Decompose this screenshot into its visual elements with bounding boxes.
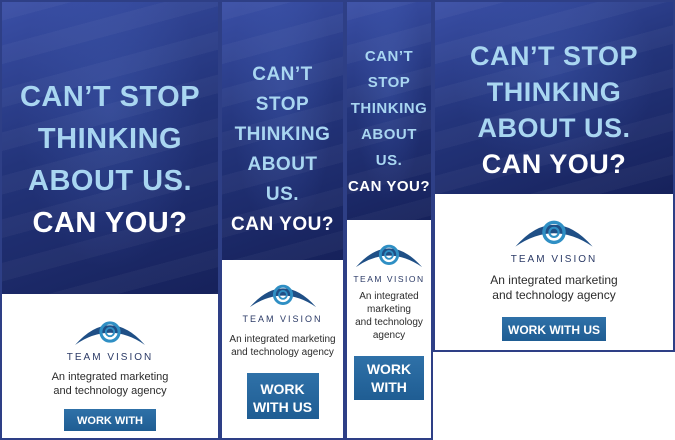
headline-line: ABOUT US.	[477, 113, 631, 143]
headline: CAN’T STOP THINKING ABOUT US. CAN YOU?	[347, 2, 431, 200]
banner-skyscraper-wide[interactable]: CAN’T STOP THINKING ABOUT US. CAN YOU? T…	[0, 0, 220, 440]
banner-header: CAN’T STOP THINKING ABOUT US. CAN YOU?	[435, 2, 673, 198]
headline-line: US.	[265, 184, 300, 205]
banner-footer: TEAM VISION An integrated marketing and …	[222, 260, 343, 438]
brand-name: TEAM VISION	[242, 314, 323, 324]
headline-line: STOP	[367, 74, 411, 91]
headline-line: THINKING	[350, 100, 428, 117]
banner-skyscraper-medium[interactable]: CAN’T STOP THINKING ABOUT US. CAN YOU? T…	[220, 0, 345, 440]
work-with-us-button[interactable]: WORK WITH US	[502, 317, 606, 341]
tagline: An integrated marketing and technology a…	[222, 334, 343, 359]
work-with-us-button[interactable]: WORK WITH US	[354, 356, 424, 413]
headline-line: CAN’T STOP	[19, 81, 201, 113]
cta-line: WITH US	[371, 379, 407, 413]
cta-line: WITH US	[252, 399, 313, 415]
banner-footer: TEAM VISION An integrated marketing and …	[347, 220, 431, 438]
tagline-line: An integrated	[359, 291, 419, 302]
eye-icon	[510, 208, 598, 250]
tagline-line: and technology agency	[53, 384, 167, 397]
eye-icon	[353, 234, 425, 270]
headline: CAN’T STOP THINKING ABOUT US. CAN YOU?	[2, 2, 218, 244]
tagline-line: and technology agency	[492, 288, 616, 302]
banner-footer: TEAM VISION An integrated marketing and …	[435, 194, 673, 350]
banner-header: CAN’T STOP THINKING ABOUT US. CAN YOU?	[2, 2, 218, 298]
tagline-line: and technology	[355, 317, 423, 328]
headline-line: US.	[375, 152, 403, 169]
brand-name: TEAM VISION	[353, 274, 425, 284]
tagline-line: agency	[372, 330, 406, 341]
banner-header: CAN’T STOP THINKING ABOUT US. CAN YOU?	[222, 2, 343, 264]
work-with-us-button[interactable]: WORK WITH US	[64, 408, 156, 438]
tagline: An integrated marketing and technology a…	[347, 290, 431, 342]
headline-question: CAN YOU?	[32, 207, 188, 239]
work-with-us-button[interactable]: WORK WITH US	[246, 373, 319, 419]
headline: CAN’T STOP THINKING ABOUT US. CAN YOU?	[435, 2, 673, 182]
headline: CAN’T STOP THINKING ABOUT US. CAN YOU?	[222, 2, 343, 240]
headline-line: CAN’T	[364, 48, 414, 65]
headline-line: ABOUT US.	[28, 165, 192, 197]
headline-line: CAN’T	[252, 64, 313, 85]
banner-header: CAN’T STOP THINKING ABOUT US. CAN YOU?	[347, 2, 431, 224]
tagline-line: An integrated marketing	[490, 273, 618, 287]
tagline-line: and technology agency	[231, 346, 334, 358]
banner-footer: TEAM VISION An integrated marketing and …	[2, 294, 218, 438]
tagline-line: An integrated marketing	[51, 371, 169, 383]
eye-icon	[71, 310, 149, 348]
headline-question: CAN YOU?	[481, 149, 627, 179]
headline-line: CAN’T STOP	[469, 41, 638, 71]
headline-line: ABOUT	[247, 154, 318, 175]
eye-icon	[246, 274, 320, 310]
tagline-line: An integrated marketing	[229, 334, 336, 345]
headline-line: STOP	[255, 94, 310, 115]
banner-rectangle[interactable]: CAN’T STOP THINKING ABOUT US. CAN YOU? T…	[433, 0, 675, 352]
tagline: An integrated marketing and technology a…	[2, 371, 218, 399]
tagline-line: marketing	[367, 304, 411, 315]
brand-name: TEAM VISION	[510, 254, 598, 265]
headline-question: CAN YOU?	[231, 214, 334, 235]
headline-line: THINKING	[234, 124, 331, 145]
headline-line: THINKING	[486, 77, 622, 107]
brand-name: TEAM VISION	[66, 352, 154, 363]
headline-line: THINKING	[37, 123, 183, 155]
cta-line: WORK	[260, 381, 305, 397]
headline-question: CAN YOU?	[347, 178, 431, 195]
banner-skyscraper-narrow[interactable]: CAN’T STOP THINKING ABOUT US. CAN YOU? T…	[345, 0, 433, 440]
headline-line: ABOUT	[361, 126, 417, 143]
tagline: An integrated marketing and technology a…	[435, 273, 673, 303]
cta-line: WORK	[366, 361, 412, 377]
